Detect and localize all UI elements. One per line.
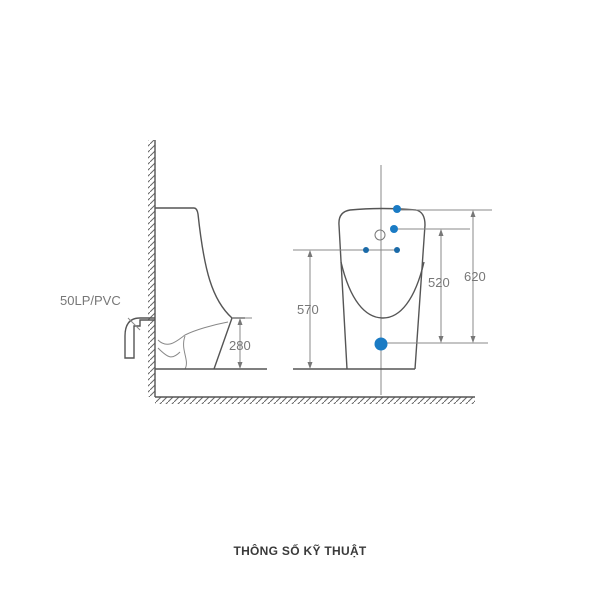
dimension-620: 620: [464, 269, 486, 284]
dimension-520: 520: [428, 275, 450, 290]
outlet-point: [374, 337, 388, 351]
pipe-label: 50LP/PVC: [60, 293, 121, 308]
dimension-280: 280: [229, 338, 251, 353]
dimension-570: 570: [297, 302, 319, 317]
front-view-urinal: 570 520 620: [293, 165, 492, 395]
side-view-urinal: 280: [155, 207, 267, 370]
inlet-point-top: [393, 205, 401, 213]
drain-pipe: 50LP/PVC: [60, 293, 155, 359]
caption-title: THÔNG SỐ KỸ THUẬT: [233, 544, 367, 558]
floor: [155, 396, 475, 404]
mount-point-left: [363, 247, 369, 253]
wall: [148, 140, 156, 397]
mount-point-right: [394, 247, 400, 253]
inlet-point: [390, 225, 398, 233]
